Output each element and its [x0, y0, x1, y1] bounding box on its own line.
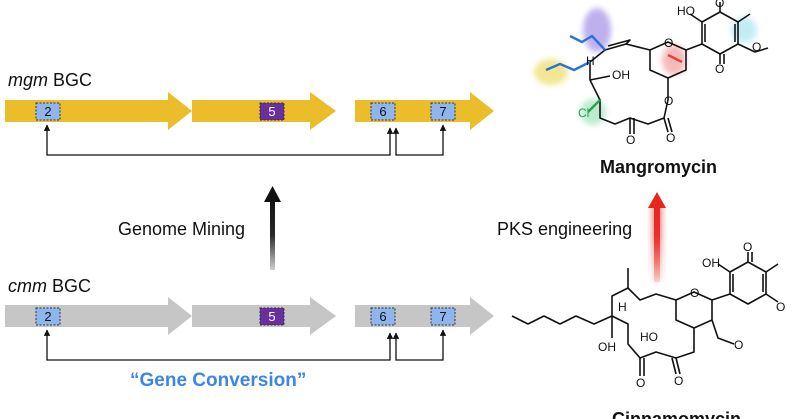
- cmm-domain-5-label: 5: [268, 309, 276, 324]
- mangromycin-name: Mangromycin: [600, 157, 718, 177]
- highlight-yellow: [534, 59, 568, 85]
- atom-bottom-oh1: OH: [702, 256, 720, 270]
- atom-top-o5: O: [666, 131, 676, 145]
- genome-mining-arrow: [264, 186, 281, 270]
- cmm-domain-6-label: 6: [379, 309, 387, 324]
- atom-bottom-o6: O: [734, 338, 744, 352]
- atom-bottom-h: H: [618, 300, 627, 314]
- mgm-domain-2: [35, 102, 61, 121]
- cmm-cluster-name: cmm: [8, 276, 47, 296]
- mgm-module-arrow-1: [5, 92, 192, 130]
- mgm-domain-5-label: 5: [268, 104, 276, 119]
- cinnamomycin-name: Cinnamomycin: [612, 409, 742, 419]
- cmm-gene-arrows: [5, 297, 494, 335]
- atom-top-h: H: [586, 54, 595, 68]
- genome-mining-label: Genome Mining: [118, 219, 246, 239]
- atom-bottom-o3: O: [690, 286, 700, 300]
- mgm-domain-6: [370, 102, 396, 121]
- atom-top-cl: Cl: [578, 106, 590, 120]
- mgm-domain-6-label: 6: [379, 104, 387, 119]
- cmm-domain-6: [370, 307, 396, 326]
- atom-bottom-oh2: OH: [598, 340, 616, 354]
- atom-top-o6: O: [664, 36, 674, 50]
- mgm-conversion-connectors: [43, 124, 447, 156]
- atom-bottom-o2: O: [776, 300, 786, 314]
- mgm-domains: [35, 102, 456, 121]
- atom-top-o3: O: [715, 62, 725, 76]
- mgm-domain-7: [430, 102, 456, 121]
- mgm-bgc-label: mgm BGC: [8, 70, 92, 91]
- gene-conversion-label: “Gene Conversion”: [130, 370, 307, 391]
- highlight-purple: [583, 8, 611, 52]
- atom-bottom-o5: O: [674, 374, 684, 388]
- cmm-bgc-suffix: BGC: [47, 276, 92, 296]
- mangromycin-structure: [534, 2, 769, 134]
- cmm-domains: [35, 307, 456, 326]
- atom-bottom-o1: O: [743, 240, 753, 254]
- cmm-domain-2: [35, 307, 61, 326]
- cmm-conversion-connectors: [43, 329, 447, 361]
- mgm-cluster-name: mgm: [8, 70, 48, 90]
- pks-engineering-label: PKS engineering: [497, 219, 633, 239]
- pks-engineering-arrow: [648, 192, 666, 282]
- mgm-domain-2-label: 2: [44, 104, 52, 119]
- atom-top-o7: O: [664, 94, 674, 108]
- mgm-domain-7-label: 7: [439, 104, 447, 119]
- atom-bottom-ho: HO: [640, 330, 658, 344]
- atom-top-o1: O: [715, 0, 725, 10]
- mgm-gene-arrows: [5, 92, 494, 130]
- atom-top-oh: OH: [612, 68, 630, 82]
- atom-top-o4: O: [626, 133, 636, 147]
- cinnamomycin-structure: [511, 252, 779, 376]
- highlight-red: [662, 45, 686, 75]
- atom-top-o2: O: [752, 40, 762, 54]
- cmm-domain-5: [259, 307, 285, 326]
- cmm-domain-7-label: 7: [439, 309, 447, 324]
- atom-bottom-o4: O: [636, 376, 646, 390]
- cmm-domain-2-label: 2: [44, 309, 52, 324]
- atom-top-ho: HO: [677, 4, 695, 18]
- cmm-domain-7: [430, 307, 456, 326]
- cmm-module-arrow-1: [5, 297, 192, 335]
- mgm-domain-5: [259, 102, 285, 121]
- cmm-bgc-label: cmm BGC: [8, 276, 91, 297]
- mgm-bgc-suffix: BGC: [48, 70, 93, 90]
